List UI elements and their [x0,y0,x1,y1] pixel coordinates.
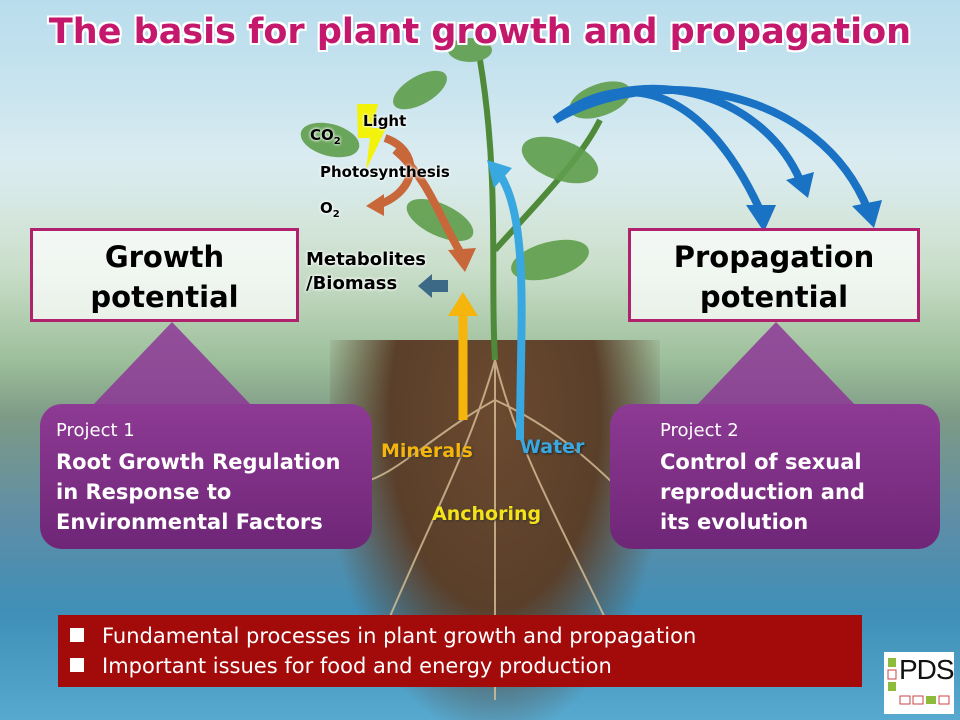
logo-text: PDS [899,654,955,685]
biomass-text: /Biomass [306,273,398,294]
project2-line: Control of sexual [660,450,862,474]
plant-stem [477,59,603,361]
bullet-text: Fundamental processes in plant growth an… [102,624,697,648]
bullet-square-icon [70,628,84,642]
co2-subscript: 2 [333,136,341,147]
bullet-item: Important issues for food and energy pro… [70,651,850,681]
project2-line: reproduction and [660,480,865,504]
photosynthesis-label: Photosynthesis [320,163,450,181]
summary-box: Fundamental processes in plant growth an… [58,615,862,687]
growth-box-line2: potential [90,280,239,314]
light-label: Light [363,112,407,130]
project2-box: Project 2 Control of sexual reproduction… [610,404,940,549]
project1-box: Project 1 Root Growth Regulation in Resp… [40,404,372,549]
water-label: Water [520,436,585,458]
minerals-label: Minerals [381,440,473,462]
biomass-arrow [418,274,448,298]
metabolites-label: Metabolites/Biomass [306,248,426,296]
propagation-potential-box: Propagation potential [628,228,920,322]
bullet-text: Important issues for food and energy pro… [102,654,612,678]
growth-potential-box: Growth potential [30,228,299,322]
propagation-box-line2: potential [699,280,849,314]
bullet-square-icon [70,658,84,672]
propagation-box-line1: Propagation [673,240,875,274]
project1-line: in Response to [56,480,232,504]
project1-line: Environmental Factors [56,510,323,534]
o2-label: O2 [320,199,340,220]
project1-number: Project 1 [56,420,135,441]
project2-number: Project 2 [660,420,739,441]
pds-logo-graphic [887,658,950,705]
co2-label: CO2 [310,126,341,147]
propagation-connector-triangle [696,322,856,406]
water-arrow [496,172,526,441]
lightning-icon [357,104,386,170]
anchoring-label: Anchoring [432,503,542,525]
project2-line: its evolution [660,510,809,534]
metabolites-text: Metabolites [306,249,426,270]
project1-line: Root Growth Regulation [56,450,341,474]
propagation-arrows [552,84,872,212]
o2-text: O [320,199,333,217]
pds-logo: PDS [884,652,955,714]
co2-text: CO [310,126,334,144]
page-title: The basis for plant growth and propagati… [48,12,912,52]
growth-box-line1: Growth [104,240,225,274]
bullet-item: Fundamental processes in plant growth an… [70,621,850,651]
o2-subscript: 2 [332,209,340,220]
growth-connector-triangle [92,322,252,406]
